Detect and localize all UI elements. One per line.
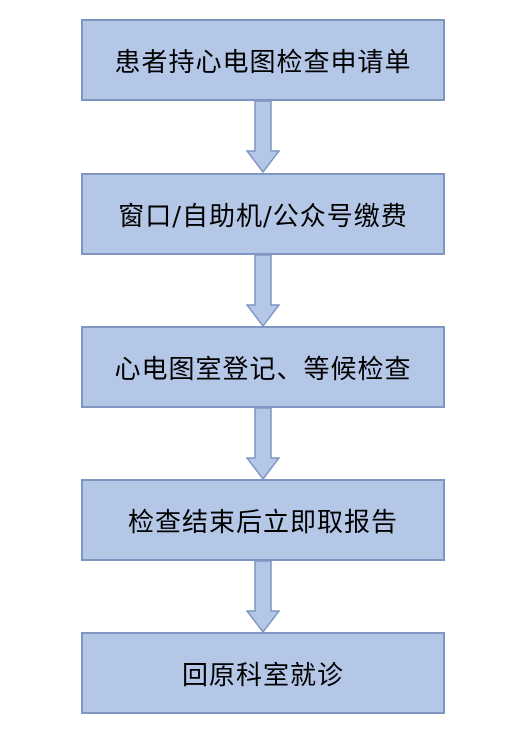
flow-arrow-3-icon bbox=[246, 408, 280, 480]
flow-step-4: 检查结束后立即取报告 bbox=[81, 479, 445, 561]
flow-step-3-label: 心电图室登记、等候检查 bbox=[114, 354, 412, 385]
flow-step-4-label: 检查结束后立即取报告 bbox=[127, 507, 398, 538]
flow-arrow-2-icon bbox=[246, 255, 280, 327]
flow-step-2: 窗口/自助机/公众号缴费 bbox=[81, 173, 445, 255]
flow-arrow-1-icon bbox=[246, 101, 280, 173]
flow-step-1-label: 患者持心电图检查申请单 bbox=[114, 47, 412, 78]
flow-arrow-4-icon bbox=[246, 561, 280, 633]
flow-step-5-label: 回原科室就诊 bbox=[181, 660, 344, 691]
flow-step-1: 患者持心电图检查申请单 bbox=[81, 19, 445, 101]
flow-step-5: 回原科室就诊 bbox=[81, 632, 445, 714]
flow-step-3: 心电图室登记、等候检查 bbox=[81, 326, 445, 408]
flow-step-2-label: 窗口/自助机/公众号缴费 bbox=[118, 201, 408, 232]
